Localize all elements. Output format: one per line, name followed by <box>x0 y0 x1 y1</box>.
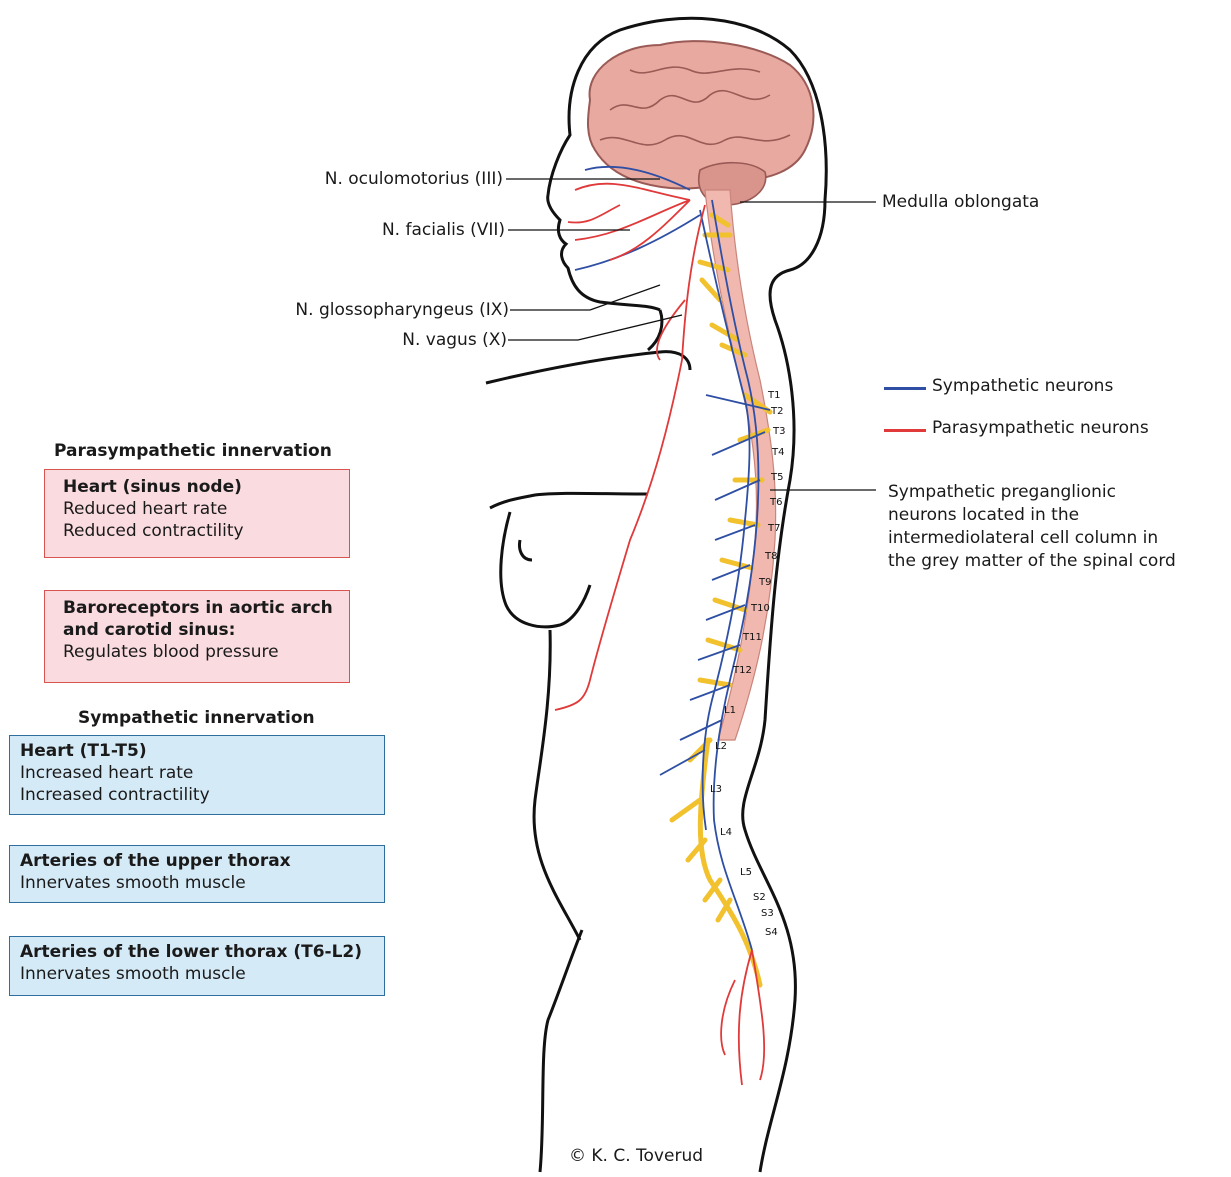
label-vagus: N. vagus (X) <box>402 330 507 350</box>
brain <box>588 41 813 205</box>
box-line: Increased contractility <box>20 784 374 806</box>
box-upper-thorax: Arteries of the upper thorax Innervates … <box>9 845 385 903</box>
segment-T9: T9 <box>759 577 771 589</box>
legend-swatch-parasympathetic <box>884 429 926 432</box>
segment-T11: T11 <box>743 632 762 644</box>
box-title: Baroreceptors in aortic arch <box>63 597 339 619</box>
segment-T3: T3 <box>773 426 785 438</box>
legend-parasympathetic: Parasympathetic neurons <box>932 418 1149 438</box>
box-title: Heart (sinus node) <box>63 476 339 498</box>
copyright: © K. C. Toverud <box>569 1146 703 1166</box>
box-title: Arteries of the lower thorax (T6-L2) <box>20 941 374 963</box>
segment-S2: S2 <box>753 892 766 904</box>
segment-T4: T4 <box>772 447 784 459</box>
segment-T7: T7 <box>768 523 780 535</box>
box-line: Innervates smooth muscle <box>20 872 374 894</box>
segment-T8: T8 <box>765 551 777 563</box>
segment-T2: T2 <box>771 406 783 418</box>
label-oculomotorius: N. oculomotorius (III) <box>325 169 503 189</box>
box-title-2: and carotid sinus: <box>63 619 339 641</box>
box-baroreceptors: Baroreceptors in aortic arch and carotid… <box>44 590 350 683</box>
box-lower-thorax: Arteries of the lower thorax (T6-L2) Inn… <box>9 936 385 996</box>
box-line: Reduced heart rate <box>63 498 339 520</box>
box-line: Innervates smooth muscle <box>20 963 374 985</box>
segment-T1: T1 <box>768 390 780 402</box>
label-facialis: N. facialis (VII) <box>382 220 505 240</box>
parasympathetic-heading: Parasympathetic innervation <box>54 441 332 461</box>
segment-L5: L5 <box>740 867 752 879</box>
legend-label-parasympathetic: Parasympathetic neurons <box>932 418 1149 438</box>
legend-swatch-sympathetic <box>884 387 926 390</box>
preganglionic-line-2: neurons located in the <box>888 505 1079 525</box>
legend-label-sympathetic: Sympathetic neurons <box>932 376 1113 396</box>
preganglionic-line-3: intermediolateral cell column in <box>888 528 1158 548</box>
segment-S4: S4 <box>765 927 778 939</box>
label-glossopharyngeus: N. glossopharyngeus (IX) <box>295 300 509 320</box>
shoulder-line <box>486 352 690 383</box>
segment-T6: T6 <box>770 497 782 509</box>
box-line: Reduced contractility <box>63 520 339 542</box>
segment-T10: T10 <box>751 603 770 615</box>
segment-L3: L3 <box>710 784 722 796</box>
box-title: Heart (T1-T5) <box>20 740 374 762</box>
label-medulla: Medulla oblongata <box>882 192 1039 212</box>
preganglionic-line-4: the grey matter of the spinal cord <box>888 551 1176 571</box>
segment-L2: L2 <box>715 741 727 753</box>
legend-sympathetic: Sympathetic neurons <box>932 376 1113 396</box>
box-heart-sinus-node: Heart (sinus node) Reduced heart rate Re… <box>44 469 350 558</box>
head-face-outline <box>548 18 827 1172</box>
segment-S3: S3 <box>761 908 774 920</box>
preganglionic-line-1: Sympathetic preganglionic <box>888 482 1116 502</box>
segment-T12: T12 <box>733 665 752 677</box>
box-line: Increased heart rate <box>20 762 374 784</box>
sympathetic-heading: Sympathetic innervation <box>78 708 315 728</box>
box-heart-t1-t5: Heart (T1-T5) Increased heart rate Incre… <box>9 735 385 815</box>
box-title: Arteries of the upper thorax <box>20 850 374 872</box>
segment-L1: L1 <box>724 705 736 717</box>
segment-L4: L4 <box>720 827 732 839</box>
segment-T5: T5 <box>771 472 783 484</box>
spinal-cord <box>705 190 776 740</box>
neck-front <box>648 310 662 350</box>
box-line: Regulates blood pressure <box>63 641 339 663</box>
back-lower <box>540 930 582 1172</box>
